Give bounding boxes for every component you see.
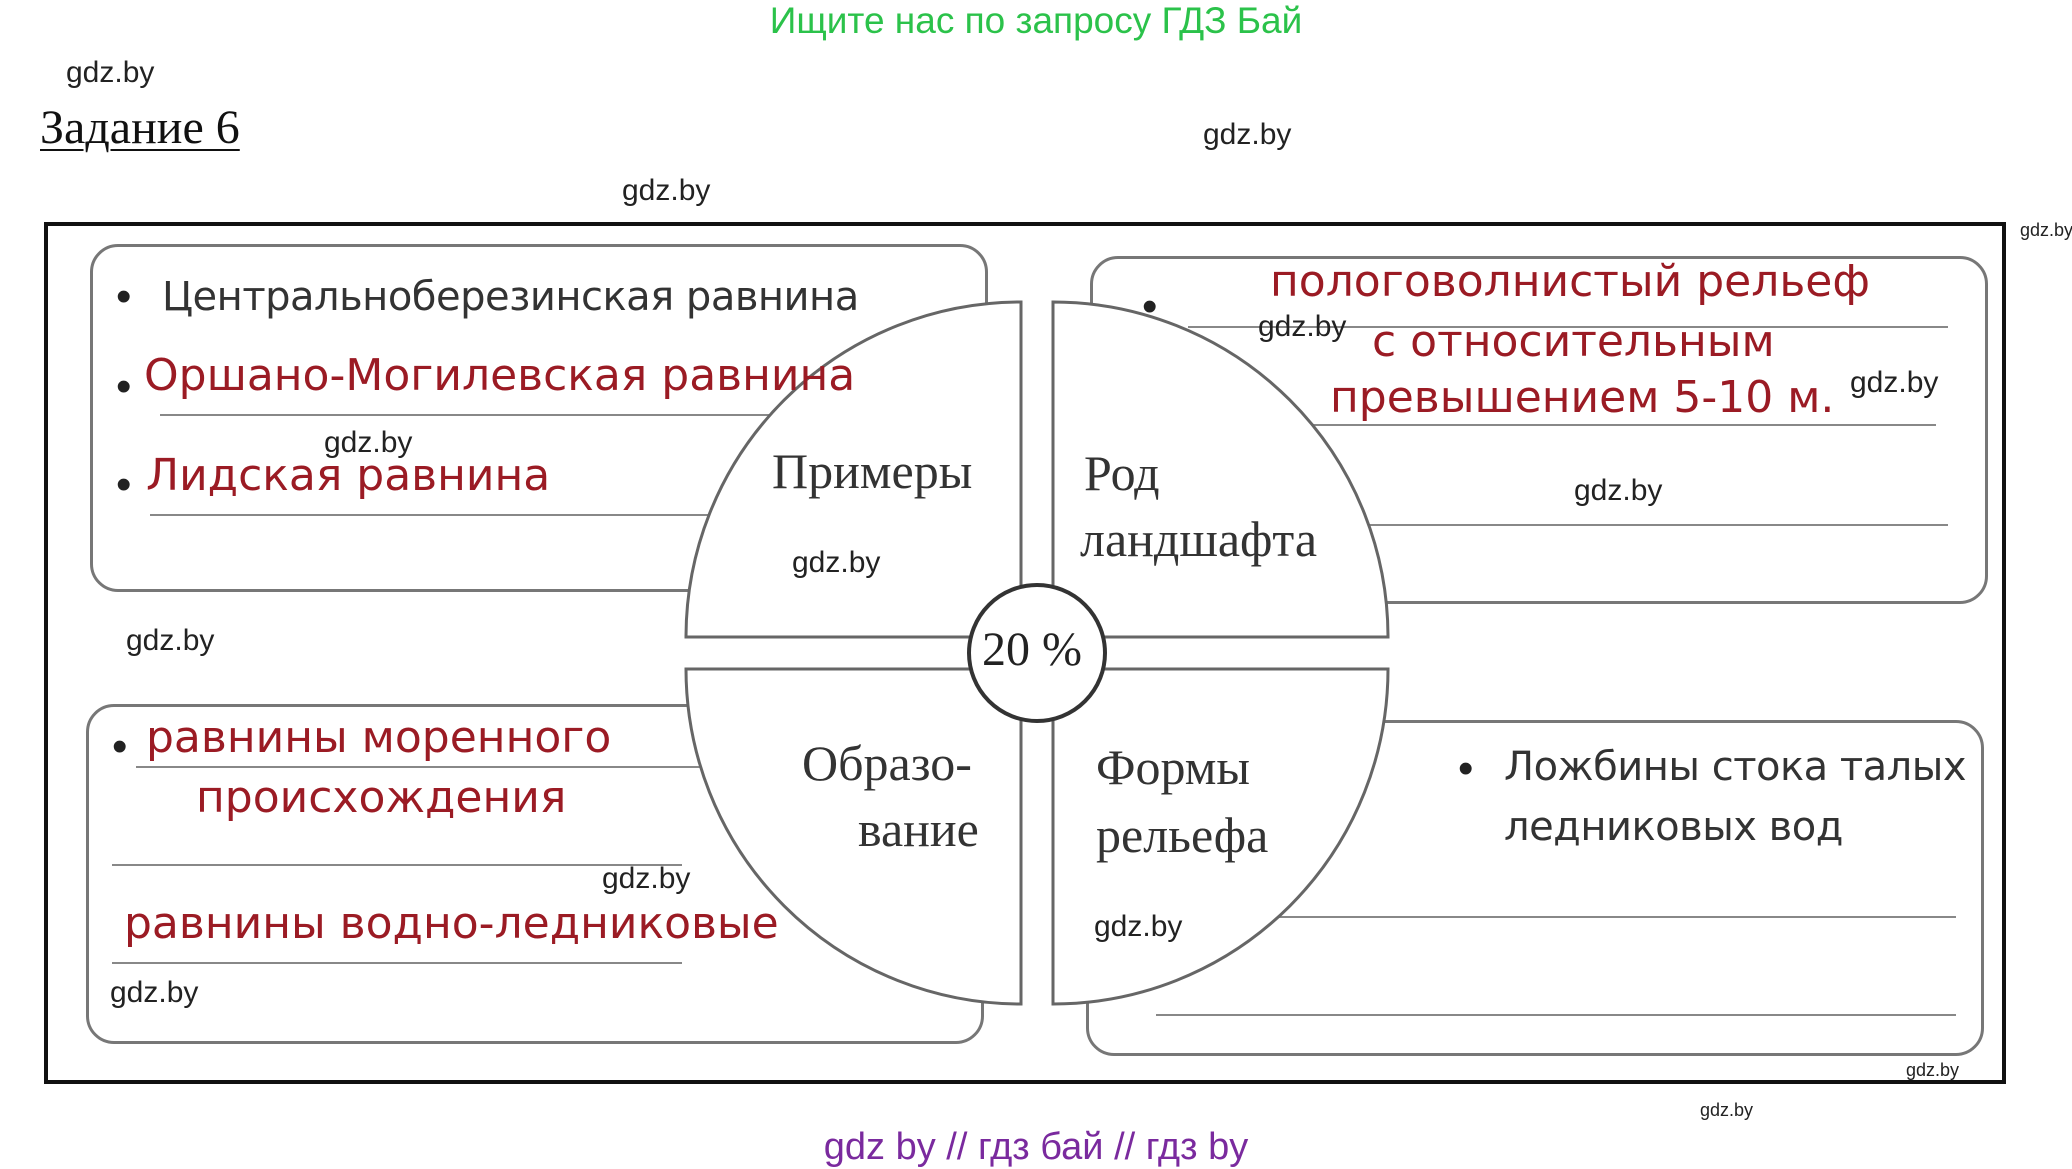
formation-item-1-line-1: равнины моренного	[146, 712, 612, 763]
watermark: gdz.by	[126, 624, 215, 657]
bullet: •	[116, 362, 132, 411]
formation-item-2: равнины водно-ледниковые	[124, 898, 779, 949]
bullet: •	[112, 722, 128, 771]
center-circle	[967, 583, 1107, 723]
center-value: 20 %	[982, 623, 1082, 676]
bullet: •	[1458, 744, 1474, 793]
formation-item-1-line-2: происхождения	[196, 772, 567, 823]
quadrant-formation	[684, 667, 1023, 1006]
task-title: Задание 6	[40, 101, 240, 154]
landscape-line-1: пологоволнистый рельеф	[1270, 256, 1870, 307]
quadrant-label-formation-2: вание	[858, 801, 979, 857]
watermark: gdz.by	[110, 976, 199, 1009]
landscape-line-2: с относительным	[1372, 316, 1775, 367]
quadrant-relief	[1051, 667, 1390, 1006]
quadrant-examples	[684, 300, 1023, 639]
quadrant-landscape	[1051, 300, 1390, 639]
quadrant-label-landscape-2: ландшафта	[1080, 511, 1318, 567]
watermark: gdz.by	[66, 56, 155, 89]
top-banner: Ищите нас по запросу ГДЗ Бай	[769, 0, 1303, 41]
watermark: gdz.by	[1906, 1060, 1960, 1080]
watermark: gdz.by	[1574, 474, 1663, 507]
watermark: gdz.by	[324, 426, 413, 459]
watermark: gdz.by	[2020, 220, 2072, 240]
quadrant-label-landscape-1: Род	[1084, 445, 1160, 501]
watermark: gdz.by	[622, 174, 711, 207]
diagram-frame	[44, 222, 2006, 1084]
watermark: gdz.by	[1094, 910, 1183, 943]
relief-item-1-line-1: Ложбины стока талых	[1504, 744, 1966, 790]
quadrant-label-formation-1: Образо-	[802, 735, 972, 791]
watermark: gdz.by	[602, 862, 691, 895]
watermark: gdz.by	[1203, 118, 1292, 151]
examples-item-1: Центральноберезинская равнина	[162, 274, 859, 320]
watermark: gdz.by	[1700, 1100, 1754, 1120]
watermark: gdz.by	[1850, 366, 1939, 399]
footer-watermark: gdz by // гдз бай // гдз by	[823, 1126, 1249, 1168]
quadrant-label-examples: Примеры	[772, 443, 973, 499]
landscape-line-3: превышением 5-10 м.	[1330, 372, 1835, 423]
bullet: •	[116, 460, 132, 509]
relief-item-1-line-2: ледниковых вод	[1504, 804, 1843, 850]
quadrant-label-relief-2: рельефа	[1096, 807, 1269, 863]
quadrant-label-relief-1: Формы	[1096, 739, 1250, 795]
examples-item-3: Лидская равнина	[146, 450, 551, 501]
bullet: •	[1142, 282, 1158, 331]
watermark: gdz.by	[1258, 310, 1347, 343]
bullet: •	[116, 272, 132, 321]
watermark: gdz.by	[792, 546, 881, 579]
examples-item-2: Оршано-Могилевская равнина	[144, 350, 856, 401]
